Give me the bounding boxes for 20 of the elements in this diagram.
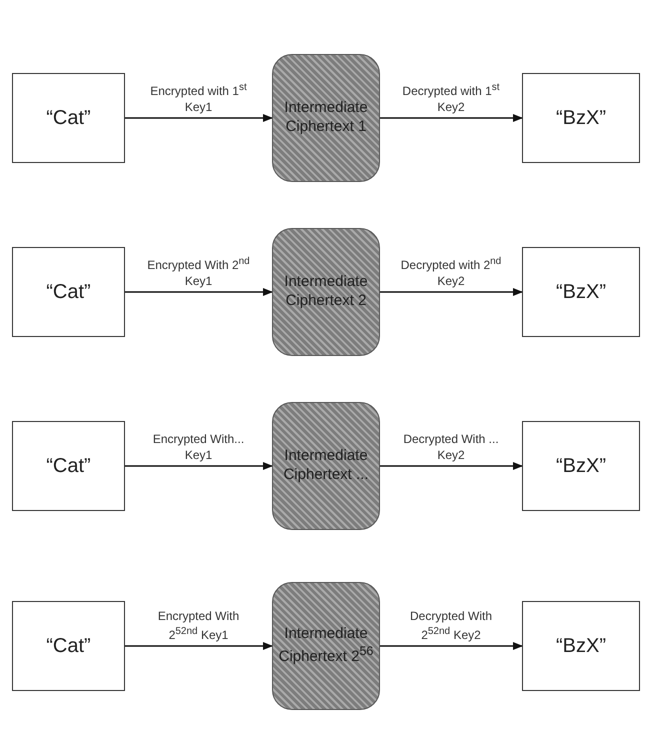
arrow (380, 642, 523, 650)
ciphertext-box: “BzX” (522, 73, 640, 163)
ciphertext-box: Intermediate Ciphertext 2 (272, 228, 380, 356)
ciphertext-box: Intermediate Ciphertext ... (272, 402, 380, 530)
arrow (380, 462, 523, 470)
arrow (125, 462, 273, 470)
arrow (380, 288, 523, 296)
ciphertext-box: Intermediate Ciphertext 2$^{56}$ (272, 582, 380, 710)
ciphertext-box: “BzX” (522, 421, 640, 511)
ciphertext-box: Intermediate Ciphertext 1 (272, 54, 380, 182)
plaintext-box: “Cat” (12, 421, 125, 511)
ciphertext-box: “BzX” (522, 601, 640, 691)
arrow (125, 642, 273, 650)
arrow (380, 114, 523, 122)
plaintext-box: “Cat” (12, 247, 125, 337)
plaintext-box: “Cat” (12, 601, 125, 691)
ciphertext-box: “BzX” (522, 247, 640, 337)
arrow (125, 114, 273, 122)
arrow (125, 288, 273, 296)
plaintext-box: “Cat” (12, 73, 125, 163)
